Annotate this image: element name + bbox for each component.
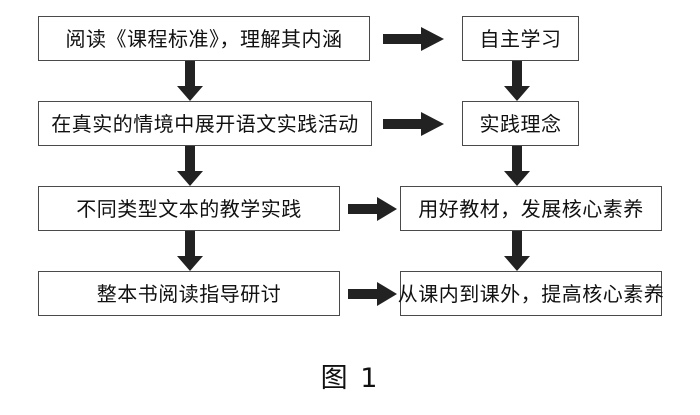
arrow-down-right-col-2-icon [503,146,531,187]
arrow-right-row1-icon [383,26,445,52]
arrow-down-left-col-2-icon [176,146,204,187]
arrow-right-row3-icon [348,196,398,222]
arrow-down-right-col-1-icon [503,61,531,102]
arrow-down-left-col-1-icon [176,61,204,102]
flow-node-inclass-to-outclass-literacy: 从课内到课外，提高核心素养 [398,271,664,316]
flow-node-text-type-teaching-practice: 不同类型文本的教学实践 [38,186,340,231]
figure-caption: 图 1 [320,363,380,394]
flow-node-use-textbook-develop-literacy: 用好教材，发展核心素养 [400,186,662,231]
arrow-right-row4-icon [348,281,398,307]
arrow-right-row2-icon [383,111,445,137]
flow-node-practice-concept: 实践理念 [462,101,579,146]
arrow-down-right-col-3-icon [503,231,531,272]
flow-node-whole-book-reading-seminar: 整本书阅读指导研讨 [38,271,340,316]
arrow-down-left-col-3-icon [176,231,204,272]
flow-node-read-curriculum-standard: 阅读《课程标准》，理解其内涵 [38,16,370,61]
flow-node-self-directed-learning: 自主学习 [462,16,579,61]
flow-node-real-context-practice: 在真实的情境中展开语文实践活动 [38,101,372,146]
